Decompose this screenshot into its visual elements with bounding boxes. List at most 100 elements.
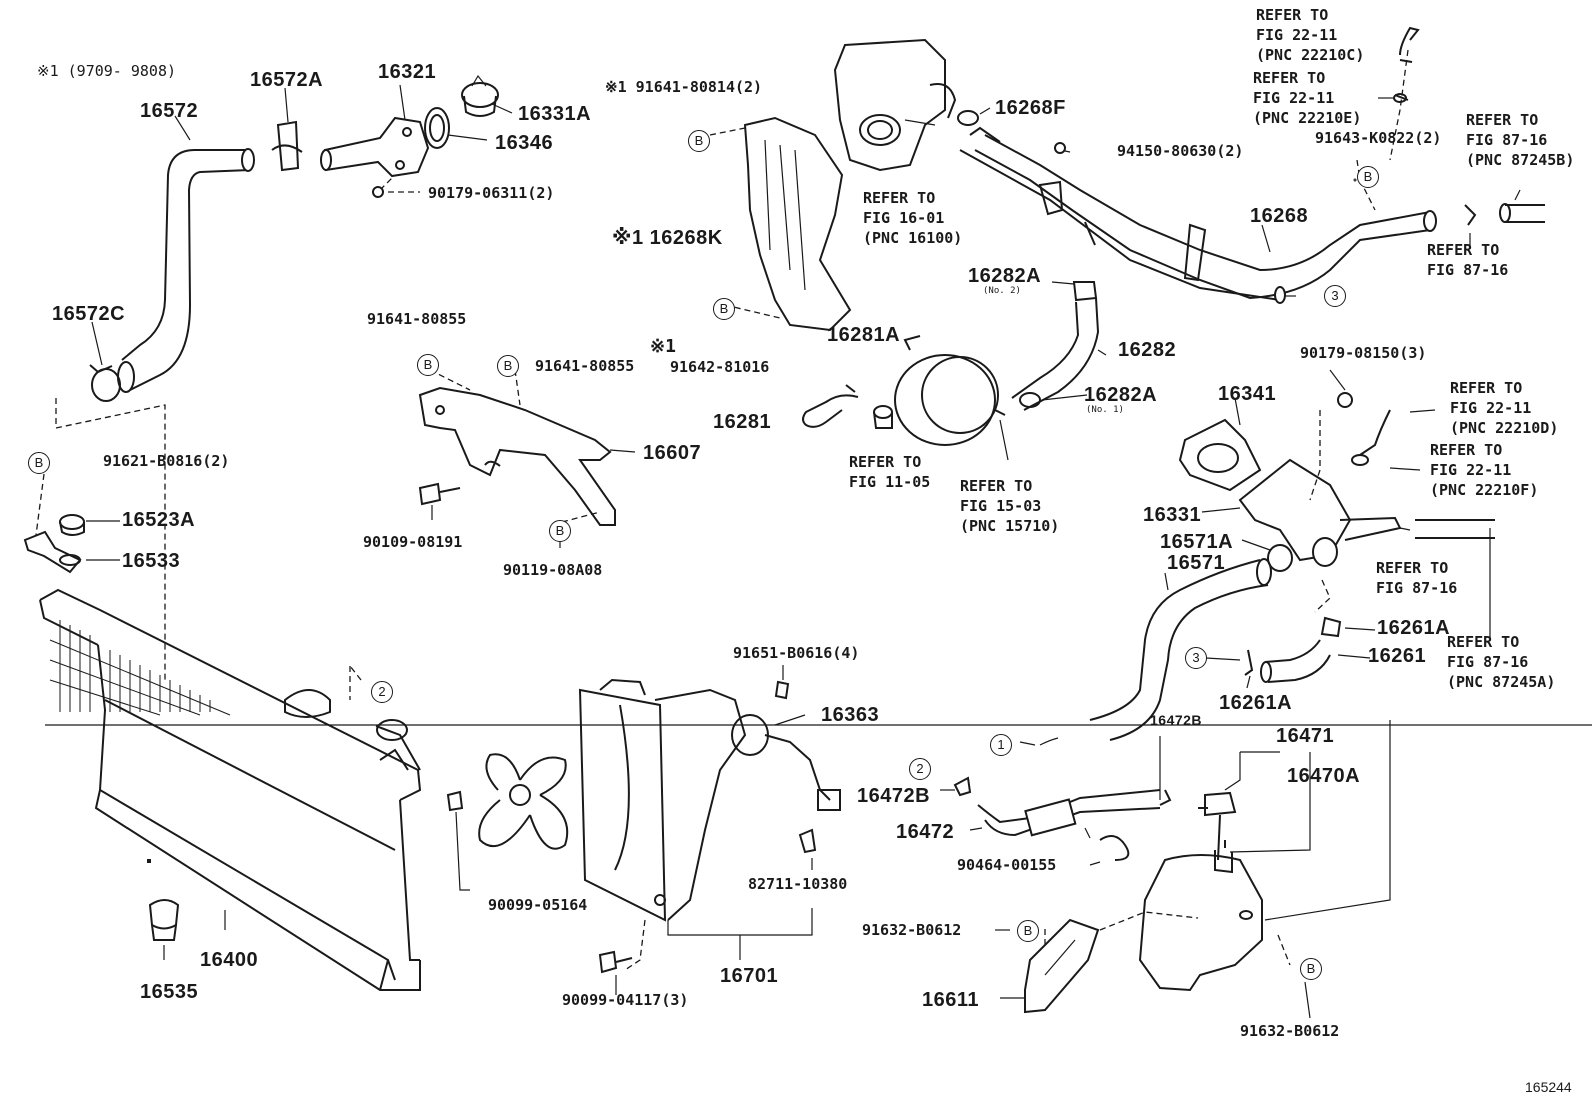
- ref-22210E: REFER TO FIG 22-11 (PNC 22210E): [1253, 69, 1362, 127]
- gasket-16346: [424, 107, 450, 149]
- label-16261: 16261: [1368, 645, 1427, 667]
- hose-16261: [1260, 639, 1331, 683]
- label-91642-81016: 91642-81016: [670, 358, 770, 376]
- drain-cock-16535: [148, 899, 180, 941]
- label-16282A-no1: 16282A: [1084, 384, 1158, 406]
- label-16571: 16571: [1167, 552, 1226, 574]
- marker-b-91632-a: B: [1017, 920, 1039, 942]
- label-16331A: 16331A: [518, 103, 592, 125]
- radiator-support-16523A: [59, 514, 85, 536]
- ref-fig-87-16-b: REFER TO FIG 87-16: [1376, 559, 1458, 597]
- label-16470A: 16470A: [1287, 765, 1361, 787]
- label-90099-04117: 90099-04117(3): [562, 991, 689, 1009]
- label-91641-80814: ※1 91641-80814(2): [605, 78, 763, 96]
- label-16471: 16471: [1276, 725, 1335, 747]
- label-note-91642: ※1: [650, 336, 676, 357]
- thermostat-16331A: [461, 74, 499, 117]
- ref-fig-11-05: REFER TO FIG 11-05: [849, 453, 931, 491]
- bolt-90099-04117: [598, 950, 633, 974]
- reservoir-cap-16471: [1198, 791, 1237, 861]
- label-91632-B0612-b: 91632-B0612: [1240, 1022, 1340, 1040]
- label-16363: 16363: [821, 704, 880, 726]
- marker-3-top: 3: [1324, 285, 1346, 307]
- label-91651-B0616: 91651-B0616(4): [733, 644, 860, 662]
- marker-b-91642: B: [713, 298, 735, 320]
- fan-nut-90099-05164: [446, 790, 464, 812]
- label-90179-08150: 90179-08150(3): [1300, 344, 1427, 362]
- figure-number: 165244: [1525, 1079, 1572, 1095]
- fan-shroud-16701: [578, 678, 747, 922]
- marker-b-91621: B: [28, 452, 50, 474]
- label-16282A-no2: 16282A: [968, 265, 1042, 287]
- label-16611: 16611: [922, 989, 980, 1011]
- label-90109-08191: 90109-08191: [363, 533, 463, 551]
- fan-motor-16363: [731, 714, 841, 811]
- engine-part-ref-16100: [833, 38, 957, 172]
- marker-2-hose: 2: [909, 758, 931, 780]
- radiator-cap: [284, 689, 331, 718]
- marker-b-91641-80814: B: [688, 130, 710, 152]
- label-16472: 16472: [896, 821, 955, 843]
- label-90099-05164: 90099-05164: [488, 896, 588, 914]
- overflow-hose-16472: [977, 789, 1161, 837]
- label-16572C: 16572C: [52, 303, 126, 325]
- marker-b-91643: B: [1357, 166, 1379, 188]
- ref-22210D: REFER TO FIG 22-11 (PNC 22210D): [1450, 379, 1559, 437]
- ref-fig-87-16-a: REFER TO FIG 87-16: [1427, 241, 1509, 279]
- upper-radiator-hose: [117, 148, 255, 393]
- label-16571A: 16571A: [1160, 531, 1234, 553]
- hose-clamp-16572A: [271, 120, 303, 172]
- hose-16282: [1011, 297, 1100, 411]
- label-91643-K0822: 91643-K0822(2): [1315, 129, 1442, 147]
- fan-blade: [478, 753, 569, 850]
- label-91632-B0612-a: 91632-B0612: [862, 921, 962, 939]
- label-16341: 16341: [1218, 383, 1277, 405]
- hose-16281: [802, 384, 859, 428]
- water-outlet-16321: [320, 116, 430, 178]
- label-16607: 16607: [643, 442, 702, 464]
- label-16572A: 16572A: [250, 69, 324, 91]
- ref-22210F: REFER TO FIG 22-11 (PNC 22210F): [1430, 441, 1539, 499]
- bracket-16611: [1024, 918, 1100, 1014]
- bracket-16533: [23, 530, 82, 574]
- clamp-16282A-no1: [1019, 392, 1041, 408]
- radiator-core-fins: [49, 620, 231, 716]
- label-16261A-bot: 16261A: [1219, 692, 1293, 714]
- ref-87245B: REFER TO FIG 87-16 (PNC 87245B): [1466, 111, 1575, 169]
- label-16261A-top: 16261A: [1377, 617, 1451, 639]
- label-16321: 16321: [378, 61, 437, 83]
- label-16346: 16346: [495, 132, 554, 154]
- label-16331: 16331: [1143, 504, 1202, 526]
- heat-insulator-16268K: [743, 116, 852, 332]
- ref-22210C: REFER TO FIG 22-11 (PNC 22210C): [1256, 6, 1365, 64]
- label-16535: 16535: [140, 981, 199, 1003]
- label-16282A-no2-sub: (No. 2): [983, 286, 1021, 296]
- label-16282A-no1-sub: (No. 1): [1086, 405, 1124, 415]
- marker-b-91641-80855-b: B: [497, 355, 519, 377]
- radiator-16400: [39, 588, 422, 991]
- label-16268F: 16268F: [995, 97, 1066, 119]
- clamp-16282A-no2: [1072, 281, 1098, 302]
- wire-clamp-82711-10380: [798, 828, 817, 854]
- label-16400: 16400: [200, 949, 259, 971]
- gasket-16268F: [957, 110, 979, 126]
- label-16281: 16281: [713, 411, 772, 433]
- hose-clamp-16572C: [89, 364, 121, 402]
- label-16268K: ※1 16268K: [612, 227, 723, 249]
- oil-cooler: [894, 335, 1006, 446]
- marker-b-91632-b: B: [1300, 958, 1322, 980]
- label-94150-80630: 94150-80630(2): [1117, 142, 1244, 160]
- clamp-16571A: [1267, 544, 1293, 572]
- label-82711-10380: 82711-10380: [748, 875, 848, 893]
- label-91641-80855-b: 91641-80855: [535, 357, 635, 375]
- marker-2-radiator: 2: [371, 681, 393, 703]
- water-inlet-16331: [1178, 418, 1402, 567]
- label-16572: 16572: [140, 100, 199, 122]
- label-90119-08A08: 90119-08A08: [503, 561, 603, 579]
- ref-fig-16-01: REFER TO FIG 16-01 (PNC 16100): [863, 189, 963, 247]
- bracket-16607: [418, 386, 616, 526]
- marker-3-bottom: 3: [1185, 647, 1207, 669]
- label-90179-06311: 90179-06311(2): [428, 184, 555, 202]
- label-16268: 16268: [1250, 205, 1309, 227]
